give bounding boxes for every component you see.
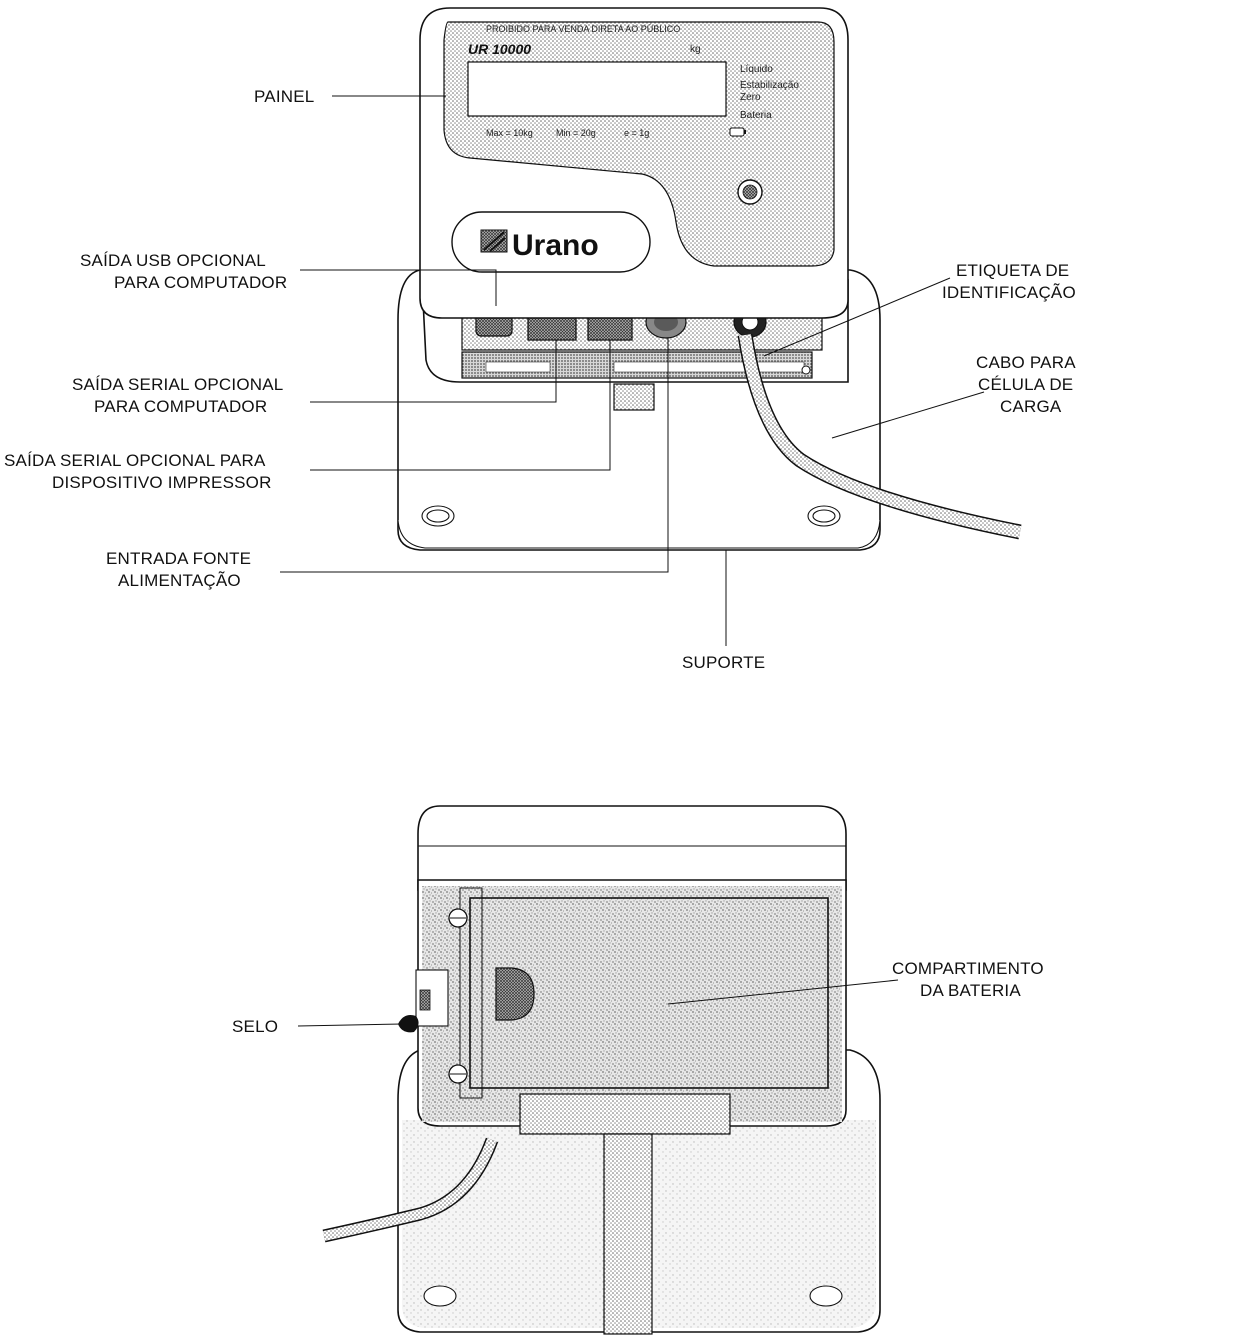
- label-serial-pc-2: PARA COMPUTADOR: [94, 397, 267, 416]
- label-serial-printer-2: DISPOSITIVO IMPRESSOR: [52, 473, 272, 492]
- indicator-bateria: Bateria: [740, 110, 772, 121]
- plate-screw-icon: [801, 365, 811, 375]
- indicator-liquido: Líquido: [740, 64, 773, 75]
- seal-clip: [419, 989, 431, 1011]
- plate-detail-1: [485, 361, 551, 373]
- label-cable-1: CABO PARA: [976, 353, 1076, 372]
- stand-base-rim: [397, 519, 881, 549]
- leader-battery: [667, 979, 899, 1005]
- leader-cable: [831, 391, 985, 439]
- leader-serial-pc: [310, 340, 557, 403]
- urano-logo-icon: [480, 229, 508, 253]
- label-stand: SUPORTE: [682, 653, 765, 672]
- label-id-tag-2: IDENTIFICAÇÃO: [942, 283, 1076, 302]
- indicator-zero: Zero: [740, 92, 761, 103]
- rear-foot-right: [809, 1285, 843, 1307]
- brand-pill: [451, 211, 651, 273]
- rear-cable-fill: [322, 1138, 497, 1241]
- leader-id-tag: [763, 277, 951, 357]
- label-panel: PAINEL: [254, 87, 314, 106]
- plate-detail-2: [613, 361, 805, 373]
- spec-max: Max = 10kg: [486, 128, 533, 138]
- stand-foot-left-inner: [426, 509, 450, 523]
- rear-brace-top: [519, 1093, 731, 1135]
- label-serial-pc-1: SAÍDA SERIAL OPCIONAL: [72, 375, 283, 394]
- label-power-1: ENTRADA FONTE: [106, 549, 251, 568]
- label-power-2: ALIMENTAÇÃO: [118, 571, 241, 590]
- rear-brace-stem: [603, 1133, 653, 1335]
- lcd-window: [467, 61, 727, 117]
- label-cable-3: CARGA: [1000, 397, 1062, 416]
- stand-foot-right-inner: [812, 509, 836, 523]
- rear-view: COMPARTIMENTO DA BATERIA SELO: [232, 805, 1044, 1335]
- label-serial-printer-1: SAÍDA SERIAL OPCIONAL PARA: [4, 451, 266, 470]
- label-cable-2: CÉLULA DE: [978, 375, 1073, 394]
- stand-clip: [613, 383, 655, 411]
- front-view: Urano PROIBIDO PARA VENDA DIRETA AO PÚBL…: [4, 7, 1076, 672]
- label-battery-2: DA BATERIA: [920, 981, 1021, 1000]
- spec-min: Min = 20g: [556, 128, 596, 138]
- label-usb-1: SAÍDA USB OPCIONAL: [80, 251, 266, 270]
- label-id-tag-1: ETIQUETA DE: [956, 261, 1069, 280]
- indicator-estabilizacao: Estabilização: [740, 80, 799, 91]
- label-usb-2: PARA COMPUTADOR: [114, 273, 287, 292]
- spec-e: e = 1g: [624, 128, 649, 138]
- rear-foot-left: [423, 1285, 457, 1307]
- label-battery-1: COMPARTIMENTO: [892, 959, 1044, 978]
- brand-name: Urano: [512, 229, 599, 262]
- leader-power: [280, 338, 669, 573]
- battery-compartment-frame: [459, 887, 483, 1099]
- battery-indicator-icon: [729, 127, 746, 137]
- leader-serial-printer: [310, 340, 611, 471]
- rear-device-top: [417, 805, 847, 891]
- panel-notice: PROIBIDO PARA VENDA DIRETA AO PÚBLICO: [486, 24, 680, 34]
- leader-seal: [297, 1023, 403, 1027]
- label-seal: SELO: [232, 1017, 278, 1036]
- panel-model: UR 10000: [468, 41, 531, 57]
- seal-icon: [398, 1015, 419, 1033]
- panel-unit: kg: [690, 44, 701, 55]
- load-cell-cable-fill: [739, 334, 1022, 538]
- on-off-icon: [737, 179, 763, 205]
- battery-latch: [495, 967, 535, 1021]
- leader-usb: [300, 269, 497, 306]
